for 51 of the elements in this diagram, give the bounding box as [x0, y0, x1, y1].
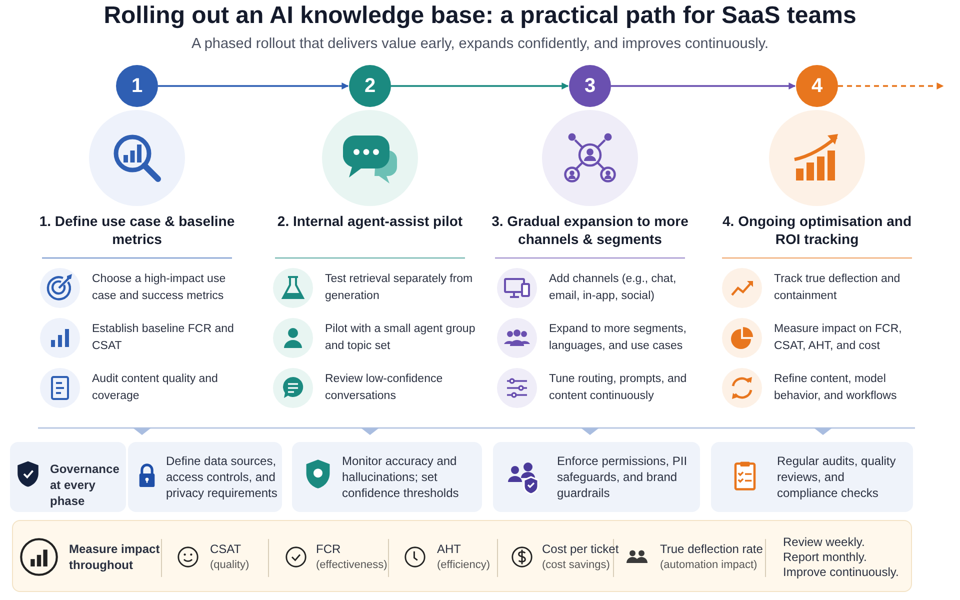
governance-card: [493, 442, 700, 512]
arrow: [611, 82, 796, 90]
metric-description: (cost savings): [542, 558, 611, 573]
metric-description: (quality): [210, 558, 250, 573]
arrow: [838, 82, 944, 90]
note-text: Review weekly.: [783, 534, 866, 550]
metric-name: Cost per ticket: [542, 541, 620, 557]
step-text: Test retrieval separately from generation: [325, 272, 474, 304]
step-text: Review low-confidence conversations: [325, 372, 444, 404]
note-text: Improve continuously.: [783, 564, 900, 580]
step-number-circle: 2: [349, 65, 391, 107]
title: Rolling out an AI knowledge base: a practical path for SaaS teams: [102, 2, 858, 30]
governance-card: [10, 442, 126, 512]
step-text: Choose a high-impact use case and success metrics: [92, 272, 227, 304]
step-text: Add channels (e.g., chat, email, in-app, social): [549, 272, 678, 304]
card-text: Define data sources, access controls, and privacy requirements: [166, 453, 278, 501]
step-text: Establish baseline FCR and CSAT: [92, 322, 235, 354]
phase-heading: 1. Define use case & baseline metrics: [38, 212, 236, 248]
step-text: Tune routing, prompts, and content continuously: [549, 372, 688, 404]
subtitle: A phased rollout that delivers value early, expands confidently, and improves continuously.: [190, 36, 770, 52]
card-text: Regular audits, quality reviews, and compliance checks: [777, 453, 897, 501]
governance-card: [292, 442, 482, 512]
step-number-circle: 1: [116, 65, 158, 107]
phase-heading: 4. Ongoing optimisation and ROI tracking: [722, 212, 912, 248]
governance-heading: Governance at every phase: [50, 461, 120, 509]
step-text: Pilot with a small agent group and topic set: [325, 322, 476, 354]
phase-heading: 3. Gradual expansion to more channels & segments: [490, 212, 690, 248]
metric-name: FCR: [316, 541, 342, 557]
arrow: [391, 82, 569, 90]
governance-card: [711, 442, 913, 512]
step-text: Expand to more segments, languages, and use cases: [549, 322, 688, 354]
step-number-circle: 3: [569, 65, 611, 107]
metric-name: AHT: [437, 541, 462, 557]
band-heading: Measure impact throughout: [69, 541, 161, 573]
metric-description: (automation impact): [660, 558, 758, 573]
governance-card: [128, 442, 282, 512]
arrow: [158, 82, 349, 90]
card-text: Monitor accuracy and hallucinations; set confidence thresholds: [342, 453, 460, 501]
card-text: Enforce permissions, PII safeguards, and brand guardrails: [557, 453, 688, 501]
metric-description: (effectiveness): [316, 558, 388, 573]
note-text: Report monthly.: [783, 549, 868, 565]
step-number-circle: 4: [796, 65, 838, 107]
step-text: Measure impact on FCR, CSAT, AHT, and cost: [774, 322, 903, 354]
metric-description: (efficiency): [437, 558, 491, 573]
step-text: Refine content, model behavior, and workflows: [774, 372, 898, 404]
metrics-band: [12, 520, 912, 592]
metric-name: True deflection rate: [660, 541, 764, 557]
metric-name: CSAT: [210, 541, 242, 557]
step-text: Audit content quality and coverage: [92, 372, 219, 404]
step-text: Track true deflection and containment: [774, 272, 902, 304]
phase-heading: 2. Internal agent-assist pilot: [276, 212, 464, 230]
